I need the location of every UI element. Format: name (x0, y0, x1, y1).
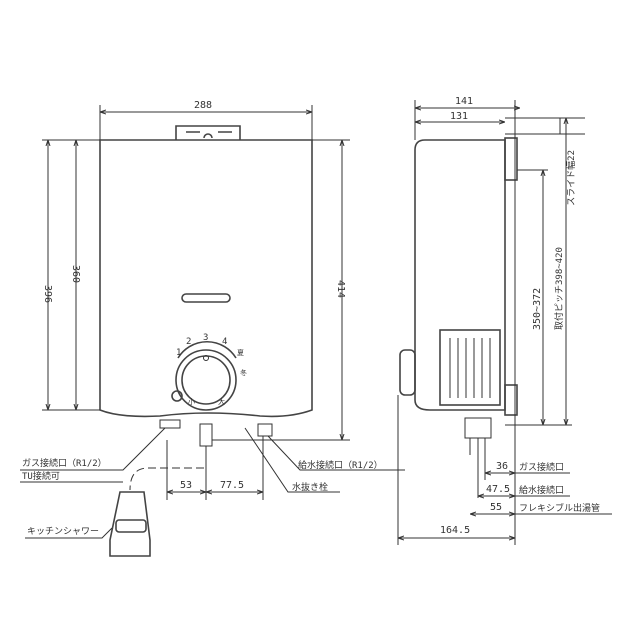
temperature-dial[interactable] (181, 355, 231, 405)
mount-pitch: 取付ピッチ398~420 (554, 247, 565, 330)
water-inlet-label: 給水接続口（R1/2） (298, 459, 383, 471)
dial-number: 3 (203, 333, 208, 343)
dim-height-body: 360 (70, 265, 81, 283)
water-fitting (257, 423, 273, 437)
slide-width: スライド幅22 (565, 150, 577, 206)
flex-label: フレキシブル出湯管 (519, 502, 600, 514)
kitchen-shower-head (109, 491, 151, 557)
dim-depth-body: 131 (450, 111, 468, 122)
dim-height-fittings: 414 (335, 280, 346, 298)
drain-label: 水抜き栓 (292, 481, 328, 493)
front-body (99, 139, 313, 418)
dim-47-5: 47.5 (486, 484, 510, 495)
front-view: 1 2 3 4 夏 冬 小 大 288 396 360 414 53 77.5 … (20, 100, 405, 557)
dim-depth-total: 141 (455, 96, 473, 107)
dial-label: 冬 (240, 368, 247, 377)
dial-number: 1 (176, 348, 181, 358)
dim-164-5: 164.5 (440, 525, 470, 536)
dim-36: 36 (496, 461, 508, 472)
tu-label: TU接続可 (22, 470, 60, 482)
dial-number: 4 (222, 337, 227, 347)
dial-ring (175, 349, 237, 411)
dial-number: 2 (186, 337, 191, 347)
vent-louvers (439, 329, 501, 406)
gas-fitting (199, 423, 213, 447)
dim-height-total: 396 (42, 285, 53, 303)
window-slot (181, 293, 231, 303)
side-view: 141 131 スライド幅22 350~372 取付ピッチ398~420 36 … (397, 96, 612, 545)
ignition-button[interactable] (171, 390, 183, 402)
dim-55: 55 (490, 502, 502, 513)
wall-bracket (504, 137, 518, 181)
dim-77-5: 77.5 (220, 480, 244, 491)
dim-53: 53 (180, 480, 192, 491)
drain-plug (159, 419, 181, 429)
dim-range: 350~372 (532, 288, 543, 330)
side-dial (399, 349, 416, 396)
dial-label: 夏 (237, 349, 244, 357)
gas-label: ガス接続口 (519, 461, 564, 473)
side-body (414, 139, 506, 411)
gas-inlet-label: ガス接続口（R1/2） (22, 457, 107, 469)
dial-label: 大 (218, 397, 225, 406)
dim-width: 288 (194, 100, 212, 111)
shower-label: キッチンシャワー (27, 526, 99, 537)
water-label: 給水接続口 (519, 484, 564, 496)
side-fittings (464, 417, 492, 439)
dial-label: 小 (188, 397, 195, 406)
mount-bracket (175, 125, 241, 140)
